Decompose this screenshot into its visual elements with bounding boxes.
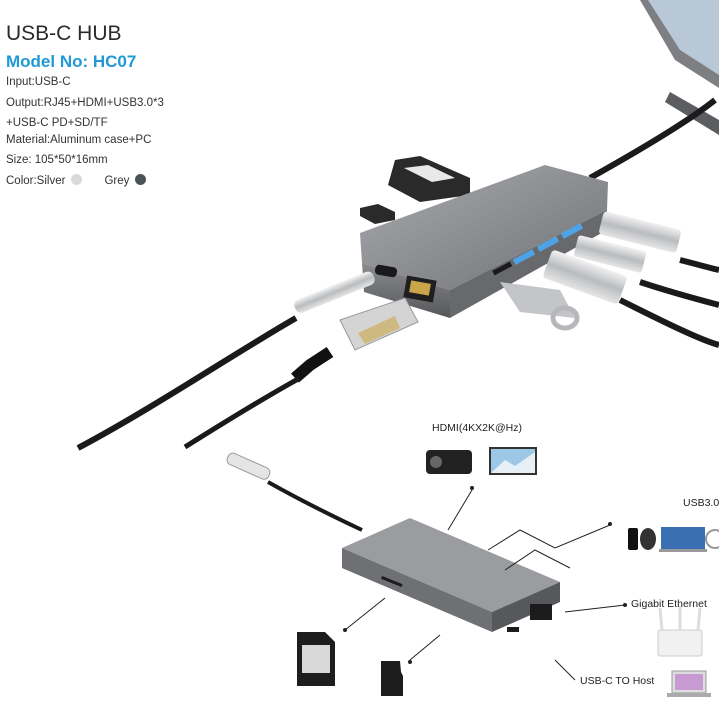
model-number: Model No: HC07 (6, 52, 137, 71)
sd-card-large-icon (297, 632, 335, 686)
projector-icon (426, 450, 472, 474)
usb-label: USB3.0 (683, 497, 719, 509)
spec-size: Size: 105*50*16mm (6, 154, 108, 166)
spec-output-cont: +USB-C PD+SD/TF (6, 117, 108, 129)
spec-material: Material:Aluminum case+PC (6, 134, 152, 146)
usb-c-hub (360, 165, 608, 318)
hdmi-label: HDMI(4KX2K@Hz) (432, 422, 523, 434)
connector-lines (344, 489, 626, 681)
cable-host (588, 97, 717, 181)
usb-c-cable (76, 271, 375, 451)
usb-plugs (500, 211, 719, 348)
sd-card-icon (388, 156, 470, 202)
usb-c-plug-bottom (226, 452, 363, 532)
ethernet-cable (183, 297, 419, 450)
grey-swatch-icon (135, 174, 147, 185)
spec-output: Output:RJ45+HDMI+USB3.0*3 (6, 97, 164, 109)
spec-input: Input:USB-C (6, 76, 71, 88)
color-label: Color:Silver (6, 175, 66, 187)
usb-c-hub-diagram (342, 518, 560, 632)
monitor-icon (489, 447, 537, 475)
ethernet-label: Gigabit Ethernet (631, 598, 707, 610)
grey-label: Grey (104, 175, 130, 187)
page-title: USB-C HUB (6, 22, 122, 45)
micro-sd-icon (360, 204, 395, 224)
spec-color: Color:Silver Grey (6, 174, 147, 187)
router-icon (657, 606, 703, 657)
silver-swatch-icon (71, 174, 83, 185)
laptop-host-icon (667, 670, 711, 697)
usb-devices-icon (628, 527, 719, 552)
laptop-icon (640, 0, 719, 135)
micro-sd-large-icon (381, 661, 403, 696)
host-label: USB-C TO Host (580, 675, 655, 687)
